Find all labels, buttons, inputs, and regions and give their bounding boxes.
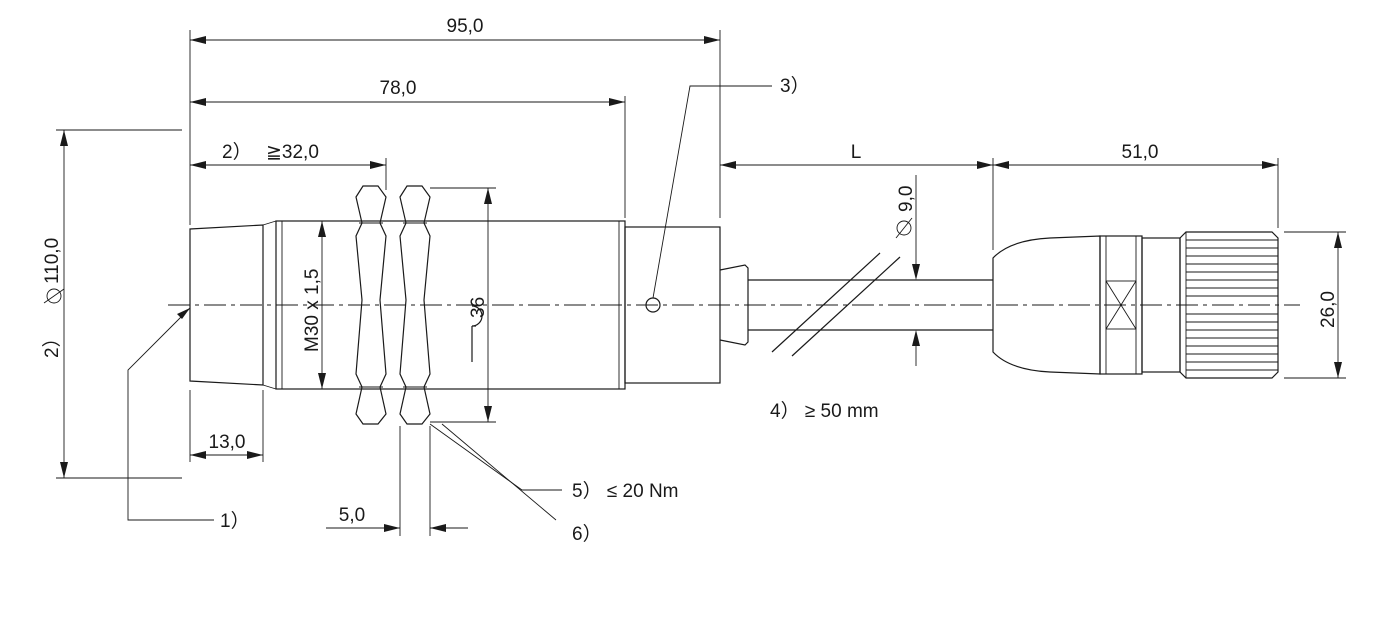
dim-target-diameter	[60, 130, 68, 478]
label-connector-length: 51,0	[1122, 142, 1159, 163]
label-cable-length: L	[851, 142, 862, 163]
connector	[992, 231, 1279, 379]
dim-thread-diameter	[318, 221, 326, 389]
sensor-body	[189, 220, 749, 390]
nut-right	[399, 185, 431, 425]
extension-lines	[56, 30, 1346, 536]
diameter-symbol	[43, 288, 65, 304]
dim-cable-length	[720, 161, 993, 169]
diameter-symbol	[895, 217, 913, 239]
wrench-icon	[471, 305, 483, 362]
dim-min-distance	[190, 161, 386, 169]
dim-wrench	[484, 188, 492, 422]
label-thread: M30 x 1,5	[302, 269, 323, 352]
dim-connector-diameter	[1334, 232, 1342, 378]
dim-face-length	[190, 451, 263, 459]
dim-thread-length	[190, 98, 625, 106]
label-overall-length: 95,0	[447, 16, 484, 37]
label-target-diameter: 110,0	[42, 238, 63, 284]
cable	[748, 252, 993, 357]
label-cable-diameter: 9,0	[896, 186, 917, 212]
dim-overall	[190, 36, 720, 44]
label-face-length: 13,0	[209, 432, 246, 453]
dim-connector-length	[993, 161, 1278, 169]
label-thread-length: 78,0	[380, 78, 417, 99]
leader-lines	[127, 85, 772, 521]
dim-nut-width	[326, 524, 468, 532]
label-min-distance: ≧32,0	[266, 142, 319, 163]
label-nut-width: 5,0	[339, 505, 365, 526]
label-callout-1: 1）	[220, 510, 250, 532]
label-connector-diameter: 26,0	[1318, 291, 1339, 328]
label-callout-5: 5） ≤ 20 Nm	[572, 480, 679, 502]
label-wrench-size: 36	[468, 297, 489, 318]
label-callout-4: 4） ≥ 50 mm	[770, 400, 879, 422]
dim-cable-diameter	[912, 264, 920, 346]
label-callout-2-top: 2）	[222, 141, 252, 163]
label-callout-2-side: 2）	[41, 328, 63, 358]
nut-left	[355, 185, 387, 425]
label-callout-3: 3）	[780, 75, 810, 97]
label-callout-6: 6）	[572, 523, 602, 545]
